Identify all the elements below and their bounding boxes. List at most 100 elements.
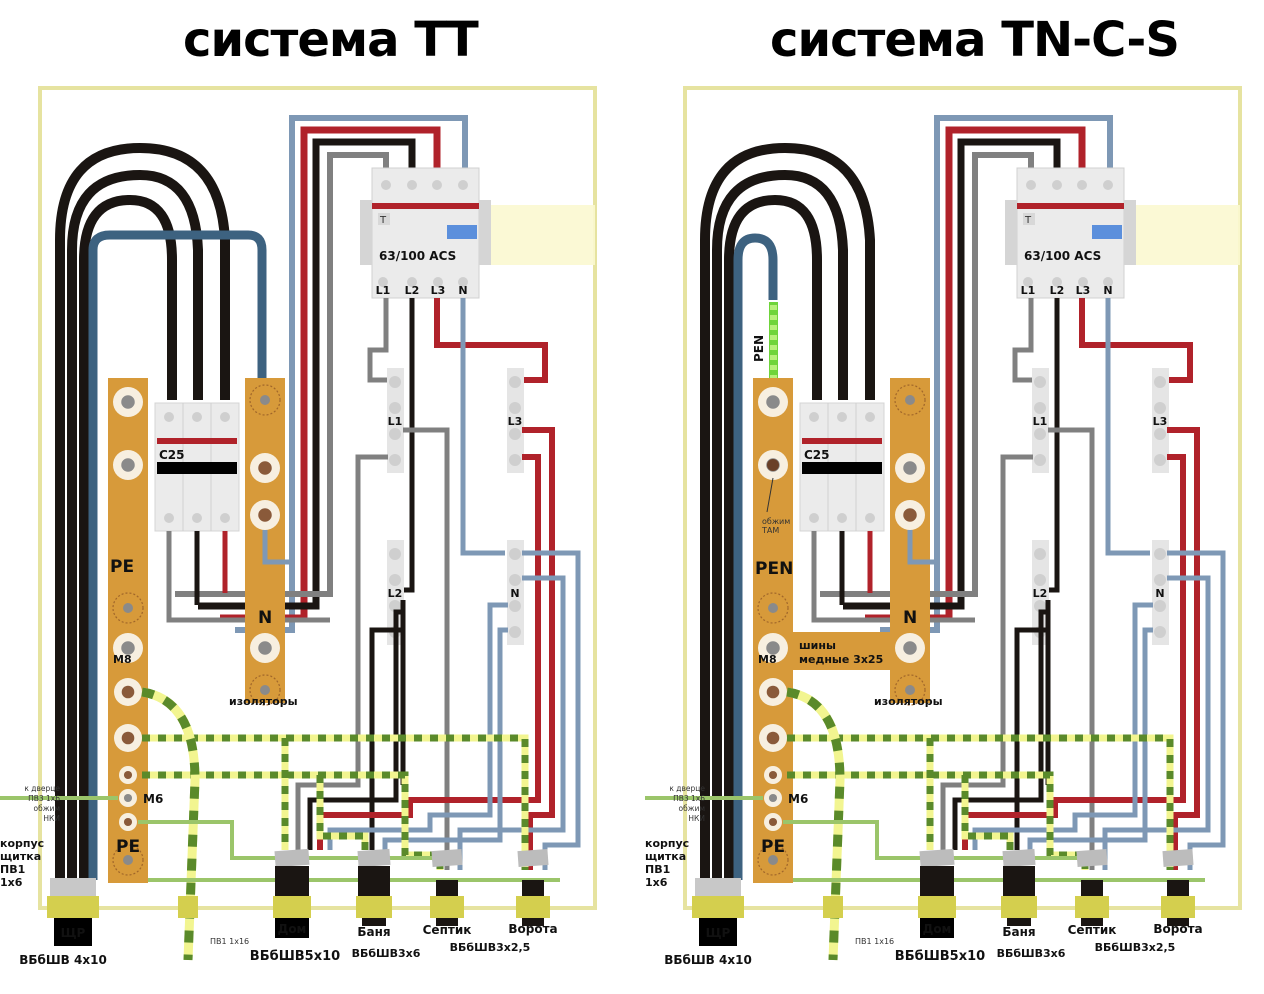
- block-screw: [1154, 626, 1166, 638]
- body-ground-wire-1: [783, 820, 1085, 860]
- block-label-l3: L3: [1153, 415, 1168, 428]
- cable-jacket: [54, 918, 92, 946]
- incoming-arch-3: [724, 194, 822, 880]
- block-screw: [1154, 600, 1166, 612]
- block-label-l2: L2: [388, 587, 403, 600]
- pen-wire-stripe: [770, 375, 777, 380]
- pe-bus-terminal-small-bolt: [123, 770, 133, 780]
- cable-jacket: [920, 918, 954, 938]
- distribution-block-l1: [387, 368, 404, 473]
- cable-jacket: [522, 880, 544, 896]
- rcd-out-n-wire: [1105, 298, 1150, 556]
- ground-wire-note: ПВ1 1х16: [855, 937, 894, 946]
- body-ground-wire-1: [138, 820, 440, 860]
- rcd-out-l1-wire: [1012, 298, 1034, 383]
- enclosure-frame: [683, 86, 1242, 910]
- block-label-l1: L1: [1033, 415, 1048, 428]
- block-screw: [509, 626, 521, 638]
- rcd-out-l3-wire: [1079, 298, 1193, 383]
- breaker-screw: [164, 412, 174, 422]
- pe-conductor-vorota: [142, 734, 529, 870]
- out-red-vorota: [1167, 427, 1200, 870]
- rcd-screw: [407, 180, 417, 190]
- pe-bus-insulator: [757, 844, 789, 876]
- rcd-test-label: T: [379, 215, 387, 226]
- rcd-label: 63/100 ACS: [379, 249, 456, 263]
- pe-conductor-vorota-base: [787, 734, 1174, 870]
- out-blue-banya: [1027, 627, 1153, 850]
- n-bus-terminal-bolt: [903, 508, 917, 522]
- body-note-line2: щитка: [645, 850, 686, 863]
- body-note-line1: корпус: [645, 837, 689, 850]
- block-screw: [509, 454, 521, 466]
- block-screw: [389, 600, 401, 612]
- incoming-neutral-wire: [88, 230, 267, 880]
- gland-yellow: [516, 896, 550, 918]
- out-grey-septik: [1048, 427, 1095, 870]
- out-blue-dom: [327, 602, 508, 850]
- out-red-dom: [317, 454, 541, 850]
- breaker-label: C25: [804, 448, 830, 462]
- output-label-3: Септик: [423, 923, 472, 937]
- n-bus-out-wire: [907, 530, 937, 565]
- pen-wire-stripe: [770, 365, 777, 370]
- output-label-shr: ЩР: [706, 926, 731, 940]
- pe-bus-terminal-bolt: [766, 685, 780, 699]
- n-bus-terminal-bolt: [903, 461, 917, 475]
- output-label-4: Ворота: [1153, 922, 1202, 936]
- block-label-l1: L1: [388, 415, 403, 428]
- rcd-screw: [458, 180, 468, 190]
- out-grey-septik: [403, 427, 450, 870]
- rcd-screw: [1052, 180, 1062, 190]
- pen-wire-stripe: [770, 315, 777, 320]
- out-blue-septik: [457, 575, 566, 870]
- door-note-line4: НКИ: [43, 814, 60, 823]
- cable-jacket: [1167, 918, 1189, 926]
- block-screw: [1154, 428, 1166, 440]
- rcd-terminal-n: N: [1103, 284, 1112, 297]
- out-blue-septik: [1102, 575, 1211, 870]
- n-bus-insulator: [249, 384, 281, 416]
- pe-conductor-vorota-base: [142, 734, 529, 870]
- rcd-test-label: T: [1024, 215, 1032, 226]
- block-screw: [509, 428, 521, 440]
- n-bus-insulator-center: [905, 685, 915, 695]
- door-note-line1: к дверце: [669, 784, 705, 793]
- breaker-red-stripe: [802, 438, 882, 444]
- bolt-m8-label: M8: [113, 653, 132, 666]
- n-bus-insulator: [249, 674, 281, 706]
- rcd-out-screw: [1078, 277, 1088, 287]
- body-note-line2: щитка: [0, 850, 41, 863]
- pe-bus-insulator: [112, 592, 144, 624]
- rcd-terminal-l1: L1: [376, 284, 391, 297]
- distribution-block-n: [507, 540, 524, 645]
- out-red-vorota: [522, 427, 555, 870]
- out-black-dom: [952, 609, 1048, 850]
- block-screw: [1154, 376, 1166, 388]
- block-screw: [389, 548, 401, 560]
- pe-conductor-banya: [961, 775, 1014, 850]
- block-screw: [1034, 548, 1046, 560]
- block-screw: [389, 402, 401, 414]
- cable-jacket: [1007, 918, 1031, 926]
- pen-wire-marking: [769, 302, 778, 422]
- out-blue-dom: [972, 602, 1153, 850]
- block-screw: [1034, 376, 1046, 388]
- n-bus-terminal-bolt: [258, 508, 272, 522]
- incoming-arch-2: [67, 169, 203, 880]
- breaker-screw: [220, 412, 230, 422]
- block-screw: [389, 376, 401, 388]
- out-black-dom: [307, 609, 403, 850]
- output-label-3: Септик: [1068, 923, 1117, 937]
- block-label-l2: L2: [1033, 587, 1048, 600]
- pe-bus-label-bottom: PE: [761, 837, 785, 857]
- gland-nut: [431, 848, 463, 868]
- out-grey-dom: [295, 454, 388, 850]
- door-note-line2: ПВ3 1х6: [28, 794, 60, 803]
- rcd-terminal-n: N: [458, 284, 467, 297]
- rcd-side: [1005, 200, 1017, 265]
- incoming-arch-2: [712, 169, 848, 880]
- block-screw: [1154, 574, 1166, 586]
- rcd-terminal-l2: L2: [1050, 284, 1065, 297]
